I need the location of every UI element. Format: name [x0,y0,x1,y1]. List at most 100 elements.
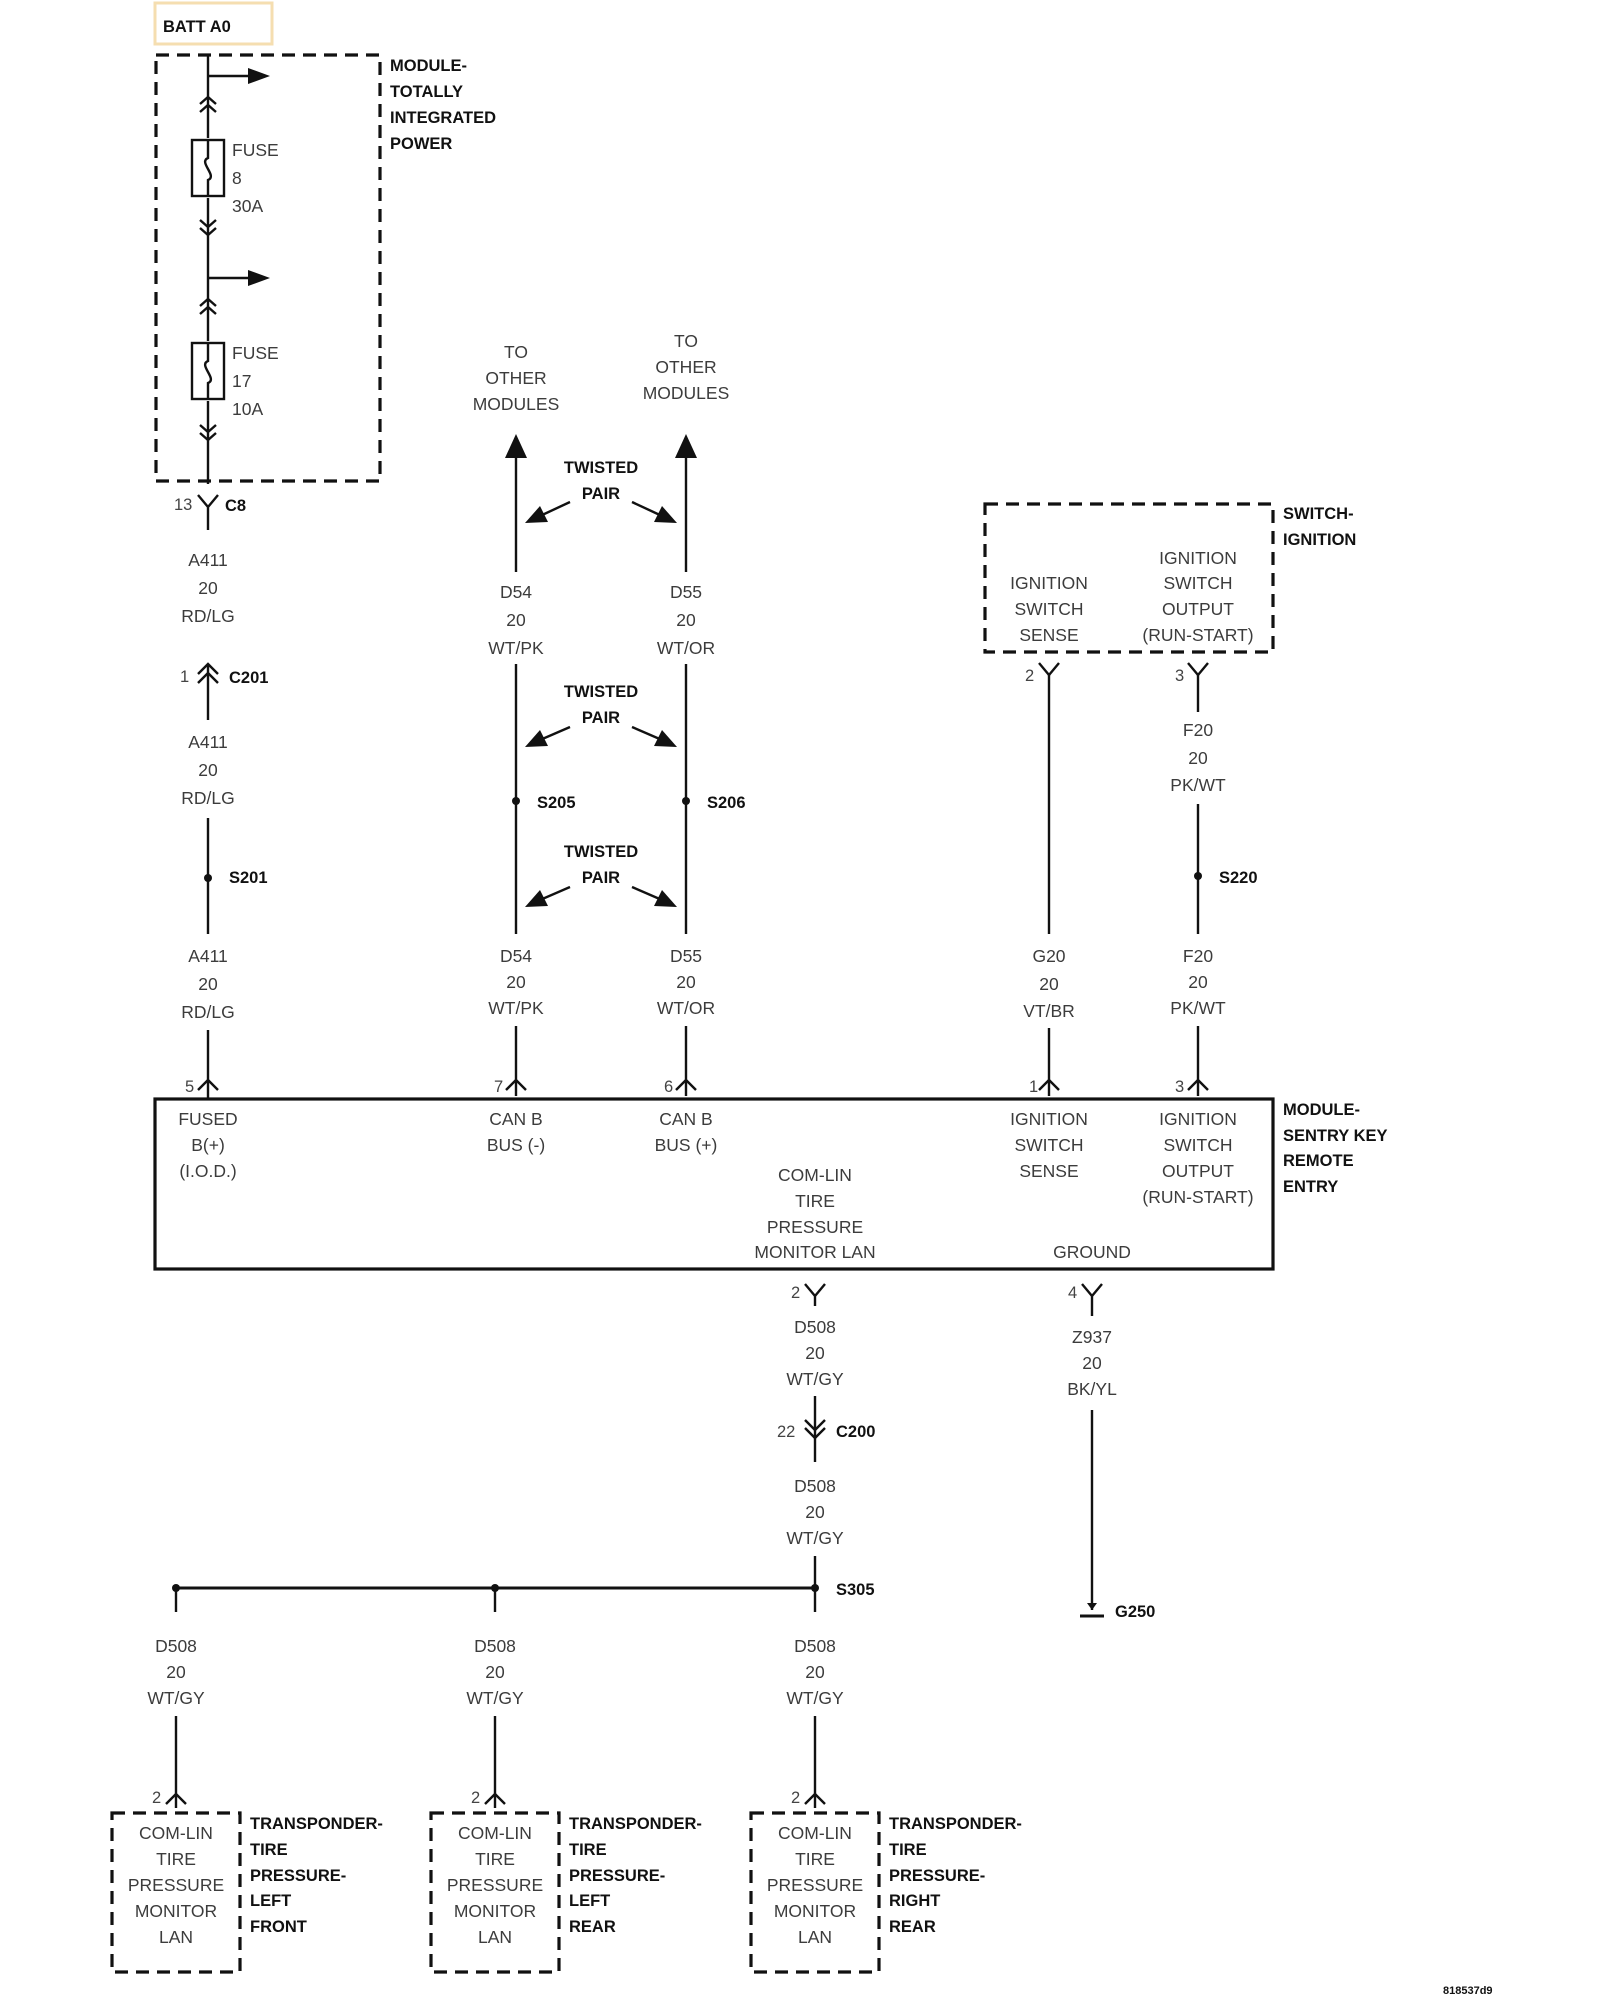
a411-label-2: A411 20 RD/LG [181,732,234,808]
batt-label-box [153,1,274,46]
svg-text:PAIR: PAIR [582,709,620,727]
pin-can-b-plus-text: CAN B BUS (+) [655,1109,718,1155]
arrow-up-d55 [675,434,697,458]
svg-text:SENSE: SENSE [1019,625,1078,645]
c8-label: C8 [225,497,246,515]
svg-text:20: 20 [805,1502,825,1522]
svg-text:A411: A411 [188,946,228,966]
svg-text:IGNITION: IGNITION [1159,1109,1237,1129]
svg-text:WT/GY: WT/GY [786,1528,844,1548]
svg-text:OUTPUT: OUTPUT [1162,599,1234,619]
s305-label: S305 [836,1581,875,1599]
svg-text:BK/YL: BK/YL [1067,1379,1117,1399]
svg-text:20: 20 [676,972,696,992]
svg-text:TIRE: TIRE [795,1849,835,1869]
c200-pin: 22 [777,1423,795,1441]
a411-label-1: A411 20 RD/LG [181,550,234,626]
svg-text:20: 20 [1082,1353,1102,1373]
svg-text:D508: D508 [794,1317,836,1337]
svg-text:D508: D508 [155,1636,197,1656]
svg-text:D54: D54 [500,946,532,966]
d55-label-1: D55 20 WT/OR [657,582,715,658]
svg-text:20: 20 [198,578,218,598]
svg-text:SENTRY KEY: SENTRY KEY [1283,1127,1388,1145]
svg-text:D508: D508 [474,1636,516,1656]
svg-text:TIRE: TIRE [795,1191,835,1211]
svg-text:LAN: LAN [478,1927,512,1947]
tp-lr-pin: 2 [471,1789,480,1807]
svg-text:COM-LIN: COM-LIN [458,1823,532,1843]
g20-label: G20 20 VT/BR [1023,946,1075,1021]
svg-text:D54: D54 [500,582,532,602]
skreem-module-label: MODULE- SENTRY KEY REMOTE ENTRY [1283,1101,1388,1196]
c8-pin: 13 [174,496,192,514]
transponder-right-rear-inner: COM-LIN TIRE PRESSURE MONITOR LAN [767,1823,863,1947]
transponder-left-front-label: TRANSPONDER- TIRE PRESSURE- LEFT FRONT [250,1815,383,1936]
svg-text:PRESSURE: PRESSURE [767,1217,863,1237]
svg-text:PK/WT: PK/WT [1170,998,1226,1018]
svg-text:SWITCH-: SWITCH- [1283,505,1354,523]
svg-text:A411: A411 [188,732,228,752]
svg-text:PRESSURE-: PRESSURE- [250,1867,346,1885]
svg-text:ENTRY: ENTRY [1283,1178,1338,1196]
svg-text:FUSE: FUSE [232,343,279,363]
svg-text:20: 20 [1039,974,1059,994]
svg-text:PAIR: PAIR [582,485,620,503]
s220-label: S220 [1219,869,1258,887]
c201-pin: 1 [180,668,189,686]
svg-text:PRESSURE-: PRESSURE- [889,1867,985,1885]
d508-label-lf: D508 20 WT/GY [147,1636,205,1708]
svg-text:FUSE: FUSE [232,140,279,160]
svg-text:REAR: REAR [569,1918,616,1936]
svg-text:TRANSPONDER-: TRANSPONDER- [889,1815,1022,1833]
svg-text:VT/BR: VT/BR [1023,1001,1075,1021]
skreem-pin-7: 7 [494,1078,503,1096]
transponder-left-rear-box [429,1811,561,1974]
svg-text:D55: D55 [670,946,702,966]
fuse-17-label: FUSE 17 10A [232,343,279,419]
switch-ignition-box [983,502,1275,654]
transponder-left-rear-inner: COM-LIN TIRE PRESSURE MONITOR LAN [447,1823,543,1947]
transponder-right-rear-box [749,1811,881,1974]
svg-text:TO: TO [504,342,528,362]
switch-pin-2: 2 [1025,667,1034,685]
svg-text:MODULE-: MODULE- [390,57,467,75]
svg-text:RD/LG: RD/LG [181,788,234,808]
svg-text:PRESSURE: PRESSURE [447,1875,543,1895]
splice-s220 [1194,872,1202,880]
svg-text:TWISTED: TWISTED [564,843,638,861]
svg-text:20: 20 [1188,748,1208,768]
tip-module-box [154,53,382,483]
svg-text:WT/GY: WT/GY [466,1688,524,1708]
svg-text:10A: 10A [232,399,263,419]
d508-label-2: D508 20 WT/GY [786,1476,844,1548]
svg-text:20: 20 [805,1662,825,1682]
s205-label: S205 [537,794,576,812]
twisted-pair-1: TWISTED PAIR [525,459,677,523]
svg-text:F20: F20 [1183,720,1213,740]
svg-text:COM-LIN: COM-LIN [778,1823,852,1843]
svg-text:TRANSPONDER-: TRANSPONDER- [569,1815,702,1833]
svg-text:INTEGRATED: INTEGRATED [390,109,496,127]
transponder-left-front-inner: COM-LIN TIRE PRESSURE MONITOR LAN [128,1823,224,1947]
svg-text:MODULES: MODULES [473,394,560,414]
svg-text:OTHER: OTHER [655,357,716,377]
c8-connector [197,494,219,530]
svg-text:TIRE: TIRE [156,1849,196,1869]
svg-text:(RUN-START): (RUN-START) [1142,1187,1253,1207]
svg-text:IGNITION: IGNITION [1010,1109,1088,1129]
switch-ign-output-text: IGNITION SWITCH OUTPUT (RUN-START) [1142,548,1253,645]
pin-ign-output-text: IGNITION SWITCH OUTPUT (RUN-START) [1142,1109,1253,1207]
svg-text:TIRE: TIRE [889,1841,927,1859]
skreem-pin-3: 3 [1175,1078,1184,1096]
svg-text:LEFT: LEFT [250,1892,291,1910]
svg-text:TIRE: TIRE [475,1849,515,1869]
svg-text:FRONT: FRONT [250,1918,307,1936]
switch-pin-3: 3 [1175,667,1184,685]
svg-text:SENSE: SENSE [1019,1161,1078,1181]
svg-text:RD/LG: RD/LG [181,1002,234,1022]
svg-text:A411: A411 [188,550,228,570]
svg-text:WT/GY: WT/GY [786,1688,844,1708]
svg-text:MODULES: MODULES [643,383,730,403]
svg-text:WT/GY: WT/GY [147,1688,205,1708]
